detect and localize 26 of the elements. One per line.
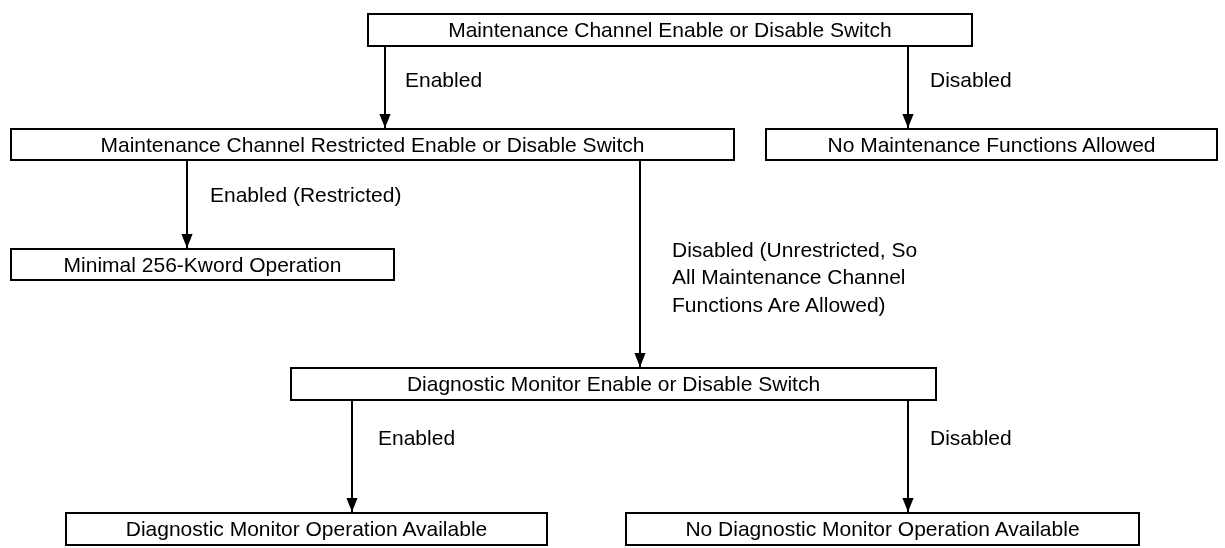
box-text: Maintenance Channel Restricted Enable or Disable Switch [100,132,645,157]
edge-label: Enabled (Restricted) [210,182,402,208]
box-text: No Diagnostic Monitor Operation Available [685,517,1080,541]
process-box [367,13,973,47]
process-box [65,512,548,546]
edge-label: Disabled (Unrestricted, So All Maintenance Channel Functions Are Allowed) [672,237,919,318]
process-box [625,512,1140,546]
arrow [379,46,391,129]
edge-label: Disabled [930,67,1012,93]
process-box [765,128,1218,161]
process-box [10,248,395,281]
arrow [634,160,646,368]
edge-label: Enabled [378,425,456,451]
arrow [181,160,193,249]
edge-label: Enabled [405,67,483,93]
process-box [10,128,735,161]
box-text: Diagnostic Monitor Operation Available [125,517,488,541]
arrow [902,46,914,129]
box-text: Minimal 256-Kword Operation [63,252,342,277]
box-text: Diagnostic Monitor Enable or Disable Switch [406,372,821,396]
arrow [346,400,358,513]
box-text: Maintenance Channel Enable or Disable Switch [448,18,892,42]
edge-label: Disabled [930,425,1012,451]
process-box [290,367,937,401]
arrow [902,400,914,513]
box-text: No Maintenance Functions Allowed [827,132,1156,157]
